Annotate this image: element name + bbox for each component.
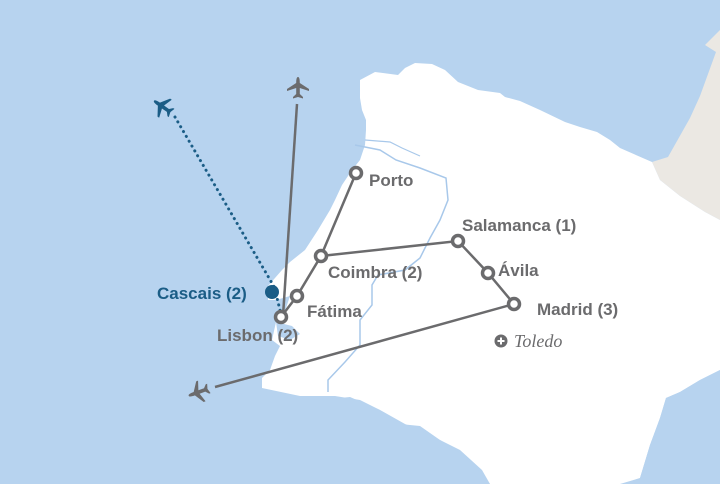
ground-route-north: [280, 172, 358, 318]
label-salamanca[interactable]: Salamanca (1): [462, 216, 577, 235]
madrid-marker[interactable]: [506, 296, 522, 312]
tagus-estuary: [276, 322, 300, 340]
label-cascais[interactable]: Cascais (2): [157, 284, 247, 303]
fatima-marker[interactable]: [289, 288, 305, 304]
label-avila[interactable]: Ávila: [498, 261, 539, 280]
southern-sea: [260, 395, 490, 484]
airplane-icon: [287, 77, 309, 99]
mediterranean-sea: [630, 370, 720, 484]
flight-route-lisbon: [281, 103, 299, 317]
label-coimbra[interactable]: Coimbra (2): [328, 263, 423, 282]
lisbon-marker[interactable]: [273, 309, 289, 325]
label-fatima[interactable]: Fátima: [307, 302, 362, 321]
airplane-icon: [153, 98, 175, 118]
label-lisbon[interactable]: Lisbon (2): [217, 326, 299, 345]
label-porto[interactable]: Porto: [369, 171, 414, 190]
flight-route-cascais: [173, 115, 278, 292]
airplane-icon: [188, 380, 211, 402]
label-toledo[interactable]: Toledo: [514, 331, 563, 351]
flight-route-madrid: [214, 302, 515, 389]
porto-marker[interactable]: [348, 165, 364, 181]
river: [364, 139, 421, 157]
avila-marker[interactable]: [480, 265, 496, 281]
neighbor-land: [652, 30, 720, 220]
plus-circle-icon: [494, 334, 508, 348]
ground-route-east: [320, 239, 515, 305]
label-madrid[interactable]: Madrid (3): [537, 300, 619, 319]
coimbra-marker[interactable]: [313, 248, 329, 264]
salamanca-marker[interactable]: [450, 233, 466, 249]
cascais-marker[interactable]: [265, 285, 279, 299]
